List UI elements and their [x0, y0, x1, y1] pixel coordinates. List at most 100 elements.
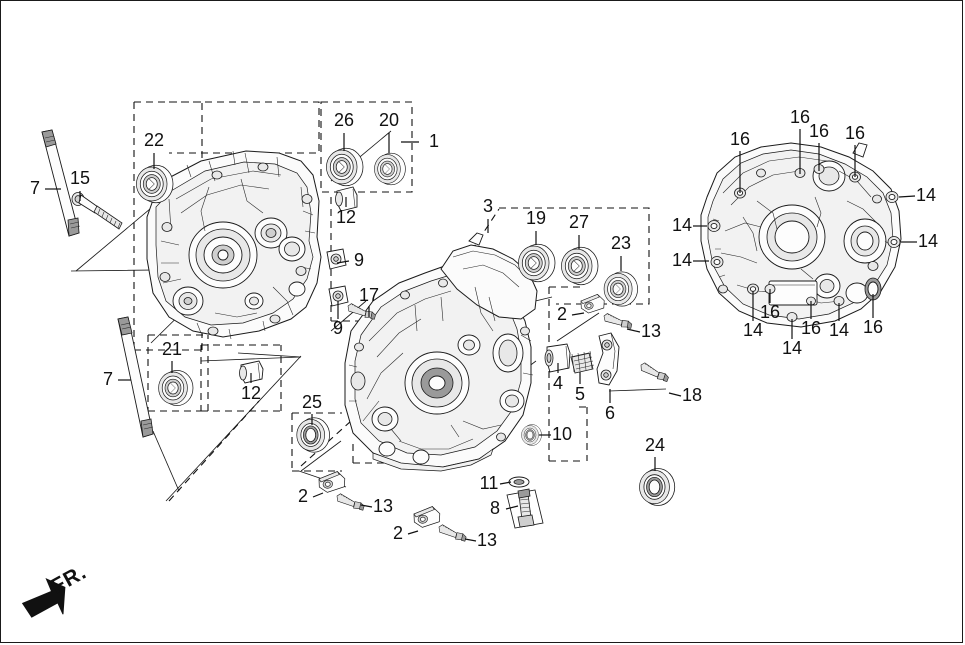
callout-label-20: 20 — [379, 110, 399, 130]
callout-14: 14 — [743, 291, 763, 340]
callout-label-16: 16 — [863, 317, 883, 337]
callout-label-17: 17 — [359, 285, 379, 305]
part-5-spring — [570, 350, 595, 374]
part-18-bolt — [638, 360, 671, 385]
callout-label-2: 2 — [393, 523, 403, 543]
callout-label-14: 14 — [672, 250, 692, 270]
callout-12: 12 — [336, 197, 356, 227]
callout-label-16: 16 — [760, 302, 780, 322]
callout-leader-9 — [336, 260, 350, 264]
callout-16: 16 — [809, 121, 829, 171]
callout-label-24: 24 — [645, 435, 665, 455]
callout-15: 15 — [70, 168, 90, 201]
callout-16: 16 — [863, 294, 883, 337]
part-2-plate-bottom-left — [317, 470, 347, 494]
callout-20: 20 — [379, 110, 399, 153]
part-11-washer — [508, 476, 530, 488]
callout-label-27: 27 — [569, 212, 589, 232]
callout-label-14: 14 — [829, 320, 849, 340]
callout-label-21: 21 — [162, 339, 182, 359]
callout-label-26: 26 — [334, 110, 354, 130]
callout-19: 19 — [526, 208, 546, 245]
group-box-1 — [320, 101, 413, 193]
callout-label-13: 13 — [477, 530, 497, 550]
callout-17: 17 — [359, 285, 379, 317]
callout-10: 10 — [539, 424, 572, 444]
callout-9: 9 — [333, 301, 343, 338]
callout-label-2: 2 — [298, 486, 308, 506]
callout-16: 16 — [730, 129, 750, 193]
callout-label-19: 19 — [526, 208, 546, 228]
assembly-dashed-leader-lines — [168, 208, 500, 502]
callout-4: 4 — [553, 363, 563, 393]
callout-6: 6 — [605, 389, 615, 423]
callout-label-11: 11 — [480, 473, 499, 493]
callout-label-15: 15 — [70, 168, 90, 188]
callout-leader-2 — [312, 492, 324, 498]
callout-label-2: 2 — [557, 304, 567, 324]
callout-24: 24 — [645, 435, 665, 471]
callout-leader-13 — [360, 504, 373, 508]
callout-label-22: 22 — [144, 130, 164, 150]
part-2-plate-bottom-center — [412, 505, 442, 529]
callout-3: 3 — [483, 196, 493, 233]
callout-label-5: 5 — [575, 384, 585, 404]
callout-label-16: 16 — [801, 318, 821, 338]
group-box-22 — [133, 101, 203, 351]
callout-label-10: 10 — [552, 424, 572, 444]
callout-label-8: 8 — [490, 498, 500, 518]
callout-14: 14 — [672, 215, 707, 235]
callout-1: 1 — [401, 131, 439, 151]
callout-label-1: 1 — [429, 131, 439, 151]
part-10-seal — [521, 424, 542, 446]
part-25-seal — [296, 417, 330, 453]
part-27-bearing — [561, 246, 599, 286]
callout-7: 7 — [103, 369, 131, 389]
callout-14: 14 — [829, 303, 849, 340]
callout-18: 18 — [668, 385, 702, 405]
callout-22: 22 — [144, 130, 164, 169]
callout-label-14: 14 — [672, 215, 692, 235]
part-12-dowel-pin-lower — [239, 360, 264, 384]
callout-label-12: 12 — [336, 207, 356, 227]
callout-26: 26 — [334, 110, 354, 151]
part-13-bolt-right — [602, 311, 634, 332]
part-2-plate-right — [579, 293, 606, 315]
center-crankcase-body — [344, 232, 538, 472]
callout-14: 14 — [782, 319, 802, 358]
callout-16: 16 — [760, 289, 780, 322]
callout-14: 14 — [901, 231, 938, 251]
callout-label-23: 23 — [611, 233, 631, 253]
part-12-dowel-pin-upper — [335, 186, 358, 212]
callout-leader-14 — [898, 195, 916, 198]
part-21-bearing — [158, 370, 194, 406]
callout-leader-2 — [571, 312, 585, 316]
callout-25: 25 — [302, 392, 322, 425]
callout-label-6: 6 — [605, 403, 615, 423]
callout-label-14: 14 — [782, 338, 802, 358]
part-26-bearing — [326, 147, 364, 187]
callout-13: 13 — [360, 496, 393, 516]
callout-label-4: 4 — [553, 373, 563, 393]
callout-label-18: 18 — [682, 385, 702, 405]
callout-2: 2 — [557, 304, 585, 324]
callout-label-13: 13 — [641, 321, 661, 341]
group-box-21 — [147, 334, 209, 412]
group-box-12b — [200, 344, 282, 412]
callout-27: 27 — [569, 212, 589, 249]
group-box-25 — [291, 412, 342, 472]
part-8-bolt — [506, 488, 544, 529]
part-20-bearing — [374, 152, 406, 186]
callout-leader-13 — [464, 538, 477, 542]
callout-label-25: 25 — [302, 392, 322, 412]
callout-label-14: 14 — [743, 320, 763, 340]
callout-label-14: 14 — [918, 231, 938, 251]
callout-12: 12 — [241, 373, 261, 403]
part-9-plate-upper — [326, 248, 347, 270]
group-box-2 — [548, 286, 581, 462]
callout-leader-11 — [499, 481, 512, 485]
callout-23: 23 — [611, 233, 631, 271]
right-crankcase-body — [700, 142, 902, 328]
